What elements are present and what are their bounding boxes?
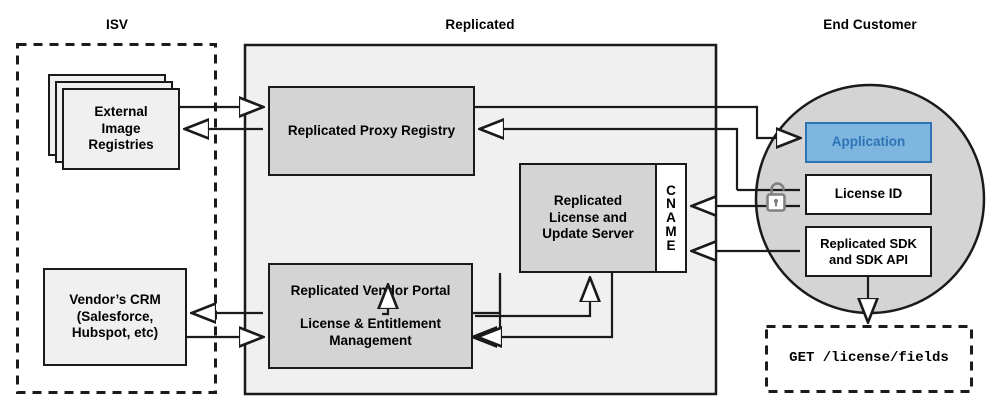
edge-portal-bus-into-server [382, 285, 388, 316]
replicated-vendor-portal-box: Replicated Vendor Portal License & Entit… [268, 263, 473, 369]
edge-license-server-to-vendor-portal [478, 273, 614, 337]
vendor-crm-box: Vendor’s CRM (Salesforce, Hubspot, etc) [43, 268, 187, 366]
cname-strip: C N A M E [655, 163, 687, 273]
external-image-registries-box: External Image Registries [62, 88, 180, 170]
cname-letter-c: C [666, 182, 676, 198]
api-call-label: GET /license/fields [789, 349, 949, 366]
replicated-region-title: Replicated [445, 17, 515, 32]
cname-letter-a: A [666, 210, 676, 226]
edge-vendor-portal-right-to-server [475, 278, 590, 318]
replicated-proxy-registry-box: Replicated Proxy Registry [268, 86, 475, 176]
replicated-license-update-server-box: Replicated License and Update Server [519, 163, 657, 273]
api-call-boundary [765, 325, 973, 393]
edge-proxy-out-right [475, 105, 800, 138]
cname-letter-m: M [665, 223, 677, 239]
cname-letter-n: N [666, 196, 676, 212]
edge-into-proxy-from-right [480, 129, 739, 142]
unlocked-padlock-icon [766, 182, 786, 212]
cname-letter-e: E [666, 237, 676, 253]
isv-region-title: ISV [105, 17, 129, 32]
vendor-portal-title: Replicated Vendor Portal [290, 282, 451, 298]
vendor-portal-subtitle-line1: License & Entitlement [299, 316, 442, 332]
isv-region-boundary [16, 43, 217, 394]
vendor-portal-subtitle-line2: Management [329, 332, 412, 348]
replicated-sdk-box: Replicated SDK and SDK API [805, 226, 932, 277]
license-id-box: License ID [805, 174, 932, 215]
application-box: Application [805, 122, 932, 163]
end-customer-region-title: End Customer [823, 17, 917, 32]
